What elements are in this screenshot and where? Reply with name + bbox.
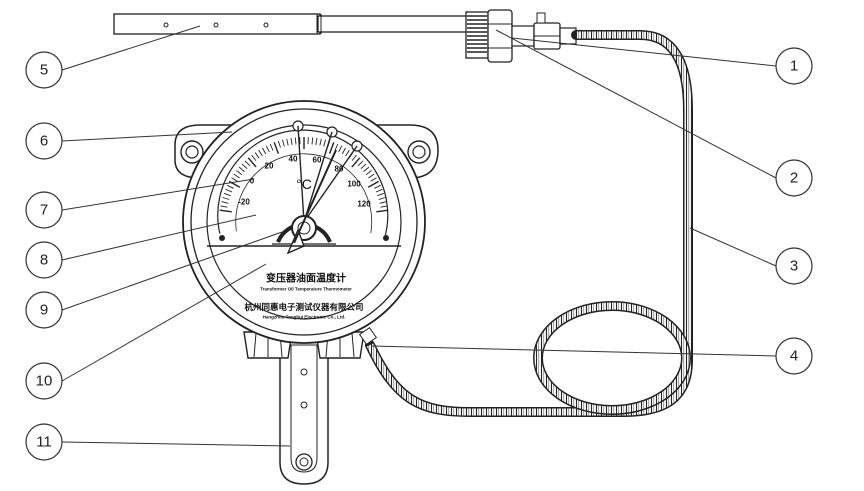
callout-8-label: 8 xyxy=(40,252,48,269)
scale-minor-tick xyxy=(238,166,245,172)
callout-11-label: 11 xyxy=(36,434,52,451)
callout-2-label: 2 xyxy=(790,170,798,187)
scale-minor-tick xyxy=(231,177,238,182)
scale-minor-tick xyxy=(360,163,367,170)
scale-minor-tick xyxy=(363,166,370,172)
scale-minor-tick xyxy=(368,173,375,179)
scale-major-tick xyxy=(376,209,389,213)
scale-major-tick xyxy=(273,142,280,154)
setpoint-markers xyxy=(292,120,363,223)
scale-minor-tick xyxy=(311,137,314,145)
scale-minor-tick xyxy=(233,173,240,179)
callout-3: 3 xyxy=(775,247,813,285)
scale-minor-tick xyxy=(262,147,267,155)
mounting-bracket xyxy=(279,334,329,485)
scale-minor-tick xyxy=(379,201,387,204)
callout-8: 8 xyxy=(25,241,63,279)
scale-minor-tick xyxy=(345,149,350,157)
callout-11: 11 xyxy=(25,423,63,461)
scale-minor-tick xyxy=(351,154,357,161)
callout-9: 9 xyxy=(25,291,63,329)
threaded-fitting xyxy=(465,9,577,63)
scale-labels: -20 0 20 40 60 80 100 120 xyxy=(238,155,371,209)
scale-major-tick xyxy=(328,142,335,154)
callout-2: 2 xyxy=(775,159,813,197)
scale-label-80: 80 xyxy=(335,165,344,174)
pointer-needle xyxy=(286,149,337,255)
armored-capillary xyxy=(365,30,693,417)
scale-minor-tick xyxy=(254,152,260,159)
scale-label-100: 100 xyxy=(347,180,361,189)
callout-4: 4 xyxy=(775,337,813,375)
callout-7: 7 xyxy=(25,191,63,229)
scale-label-40: 40 xyxy=(289,155,298,164)
scale-minor-tick xyxy=(357,160,364,167)
scale-label-60: 60 xyxy=(313,156,322,165)
scale-minor-tick xyxy=(377,192,385,197)
dial-title-en: Transformer Oil Temperature Thermometer xyxy=(260,287,352,292)
scale-minor-tick xyxy=(323,139,326,147)
scale-minor-tick xyxy=(375,188,383,193)
dial-maker-en: Hangzhou Tonghui Electronic Co., Ltd. xyxy=(263,315,346,320)
callout-1: 1 xyxy=(775,47,813,85)
scale-minor-tick xyxy=(269,143,274,151)
scale-label-minus20: -20 xyxy=(238,198,250,207)
scale-minor-tick xyxy=(290,137,293,145)
scale-minor-tick xyxy=(258,149,263,157)
scale-minor-tick xyxy=(227,184,234,189)
scale-minor-tick xyxy=(241,163,248,170)
probe-tube xyxy=(113,13,471,35)
temperature-scale xyxy=(217,129,389,236)
scale-minor-tick xyxy=(334,143,339,151)
dial-title-cn: 变压器油面温度计 xyxy=(266,272,346,285)
scale-major-tick xyxy=(367,180,380,188)
scale-minor-tick xyxy=(294,137,297,145)
callout-10: 10 xyxy=(25,362,63,400)
scale-minor-tick xyxy=(338,145,343,153)
scale-label-0: 0 xyxy=(250,177,255,186)
callout-5: 5 xyxy=(25,51,63,89)
scale-minor-tick xyxy=(277,140,281,148)
scale-minor-tick xyxy=(378,197,386,200)
callout-10-label: 10 xyxy=(36,373,53,390)
unit-label: °C xyxy=(296,176,312,192)
scale-minor-tick xyxy=(380,205,388,208)
scale-minor-tick xyxy=(315,137,318,145)
scale-minor-tick xyxy=(365,170,372,176)
scale-major-tick xyxy=(219,209,232,213)
leader-lines xyxy=(61,25,777,447)
dial-screw-left xyxy=(219,235,225,241)
callout-3-label: 3 xyxy=(790,258,798,275)
scale-minor-tick xyxy=(244,160,251,167)
callout-1-label: 1 xyxy=(790,58,798,75)
scale-minor-tick xyxy=(220,205,228,208)
scale-minor-tick xyxy=(221,201,229,204)
callout-5-label: 5 xyxy=(40,62,48,79)
scale-minor-tick xyxy=(251,154,257,161)
scale-label-120: 120 xyxy=(357,200,371,209)
dial-maker-cn: 杭州同惠电子测试仪器有限公司 xyxy=(244,302,363,312)
callout-7-label: 7 xyxy=(40,202,48,219)
scale-minor-tick xyxy=(286,138,289,146)
scale-minor-tick xyxy=(282,139,285,147)
scale-major-tick xyxy=(247,157,257,168)
scale-minor-tick xyxy=(319,138,322,146)
callout-6-label: 6 xyxy=(40,133,48,150)
scale-label-20: 20 xyxy=(265,162,274,171)
scale-major-tick xyxy=(351,157,361,168)
scale-minor-tick xyxy=(223,192,231,197)
callout-4-label: 4 xyxy=(790,348,798,365)
callout-6: 6 xyxy=(25,122,63,160)
callout-9-label: 9 xyxy=(40,302,48,319)
dial-screw-right xyxy=(383,235,389,241)
scale-minor-tick xyxy=(265,145,270,153)
scale-minor-tick xyxy=(370,177,377,182)
scale-minor-tick xyxy=(374,184,381,189)
scale-minor-tick xyxy=(225,188,233,193)
scale-minor-tick xyxy=(341,147,346,155)
scale-minor-tick xyxy=(236,170,243,176)
scale-minor-tick xyxy=(222,197,230,200)
